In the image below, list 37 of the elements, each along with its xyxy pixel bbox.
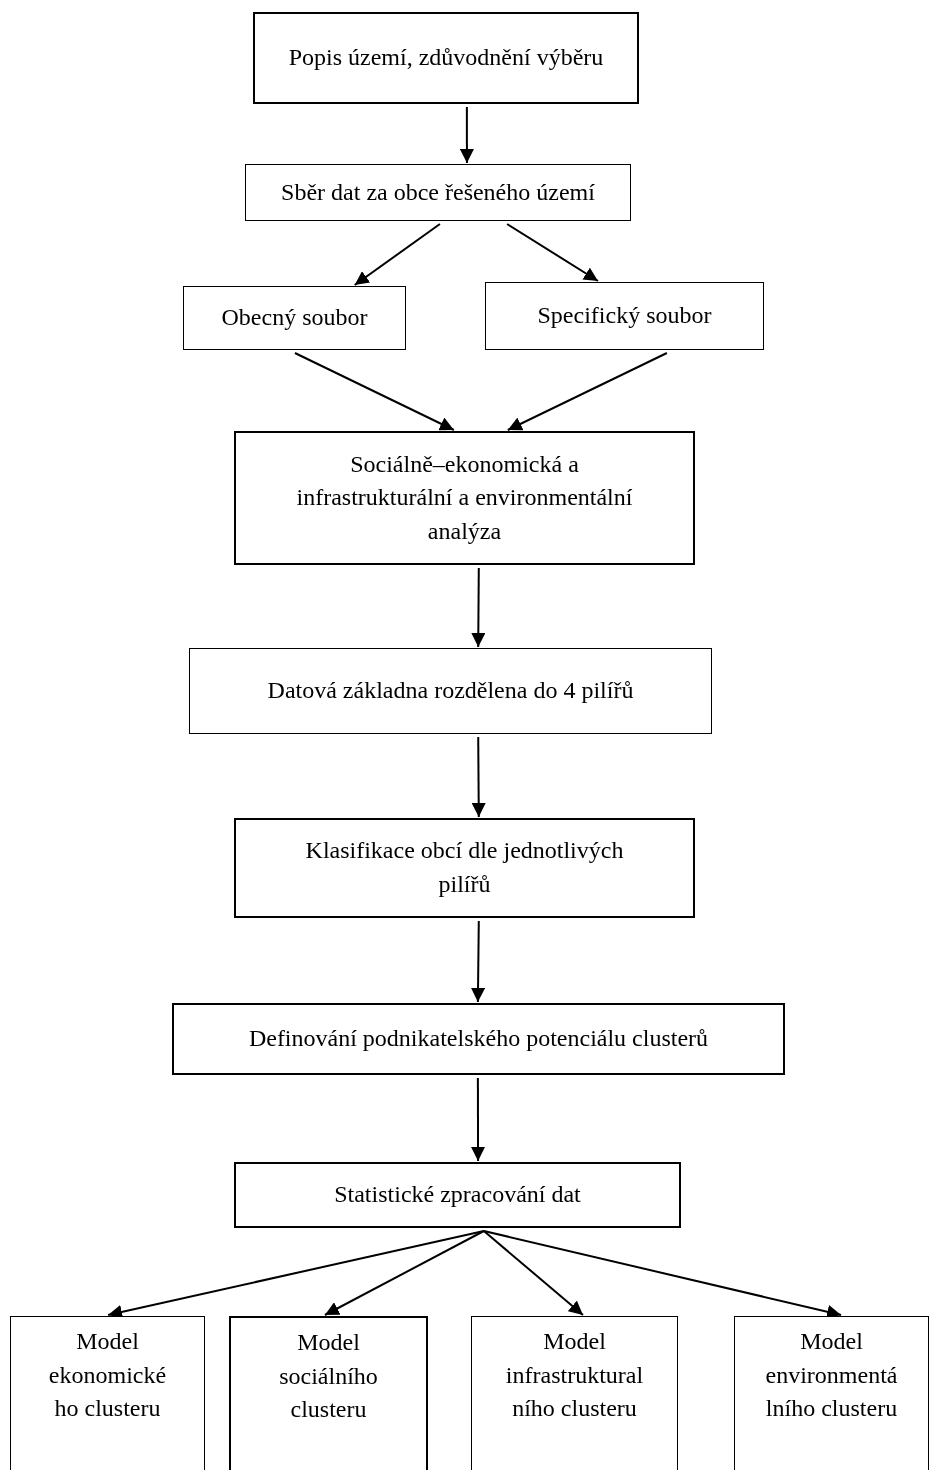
process-box — [189, 648, 712, 734]
arrow — [506, 223, 599, 282]
arrow — [471, 567, 486, 648]
process-box — [234, 1162, 681, 1228]
box-label: Model infrastruktural ního clusteru — [504, 1327, 645, 1424]
process-box — [229, 1316, 428, 1470]
box-label: Model environmentá lního clusteru — [764, 1327, 899, 1424]
process-box — [234, 818, 695, 918]
arrow — [482, 1230, 584, 1316]
arrow — [459, 106, 474, 164]
box-label: Popis území, zdůvodnění výběru — [288, 43, 604, 73]
process-box — [471, 1316, 678, 1470]
box-label: Model sociálního clusteru — [278, 1328, 379, 1425]
process-box — [485, 282, 764, 350]
box-label: Sociálně–ekonomická a infrastrukturální a environmentální analýza — [295, 449, 634, 546]
process-box — [183, 286, 406, 350]
arrow — [323, 1230, 485, 1316]
process-box — [172, 1003, 785, 1075]
box-label: Datová základna rozdělena do 4 pilířů — [267, 676, 634, 706]
box-label: Specifický soubor — [537, 301, 712, 331]
process-box — [234, 431, 695, 565]
box-label: Klasifikace obcí dle jednotlivých pilířů — [304, 836, 625, 899]
process-box — [253, 12, 639, 104]
arrow — [506, 352, 668, 431]
box-label: Statistické zpracování dat — [334, 1180, 581, 1210]
arrow — [293, 352, 455, 431]
process-box — [10, 1316, 205, 1470]
arrow — [353, 223, 441, 286]
arrow — [471, 1077, 486, 1162]
box-label: Definování podnikatelského potenciálu clusterů — [248, 1024, 709, 1054]
arrow — [471, 736, 486, 818]
process-box — [734, 1316, 929, 1470]
process-box — [245, 164, 631, 221]
box-label: Obecný soubor — [221, 303, 368, 333]
box-label: Model ekonomické ho clusteru — [47, 1327, 168, 1424]
box-label: Sběr dat za obce řešeného území — [281, 177, 595, 207]
arrow — [471, 920, 486, 1003]
